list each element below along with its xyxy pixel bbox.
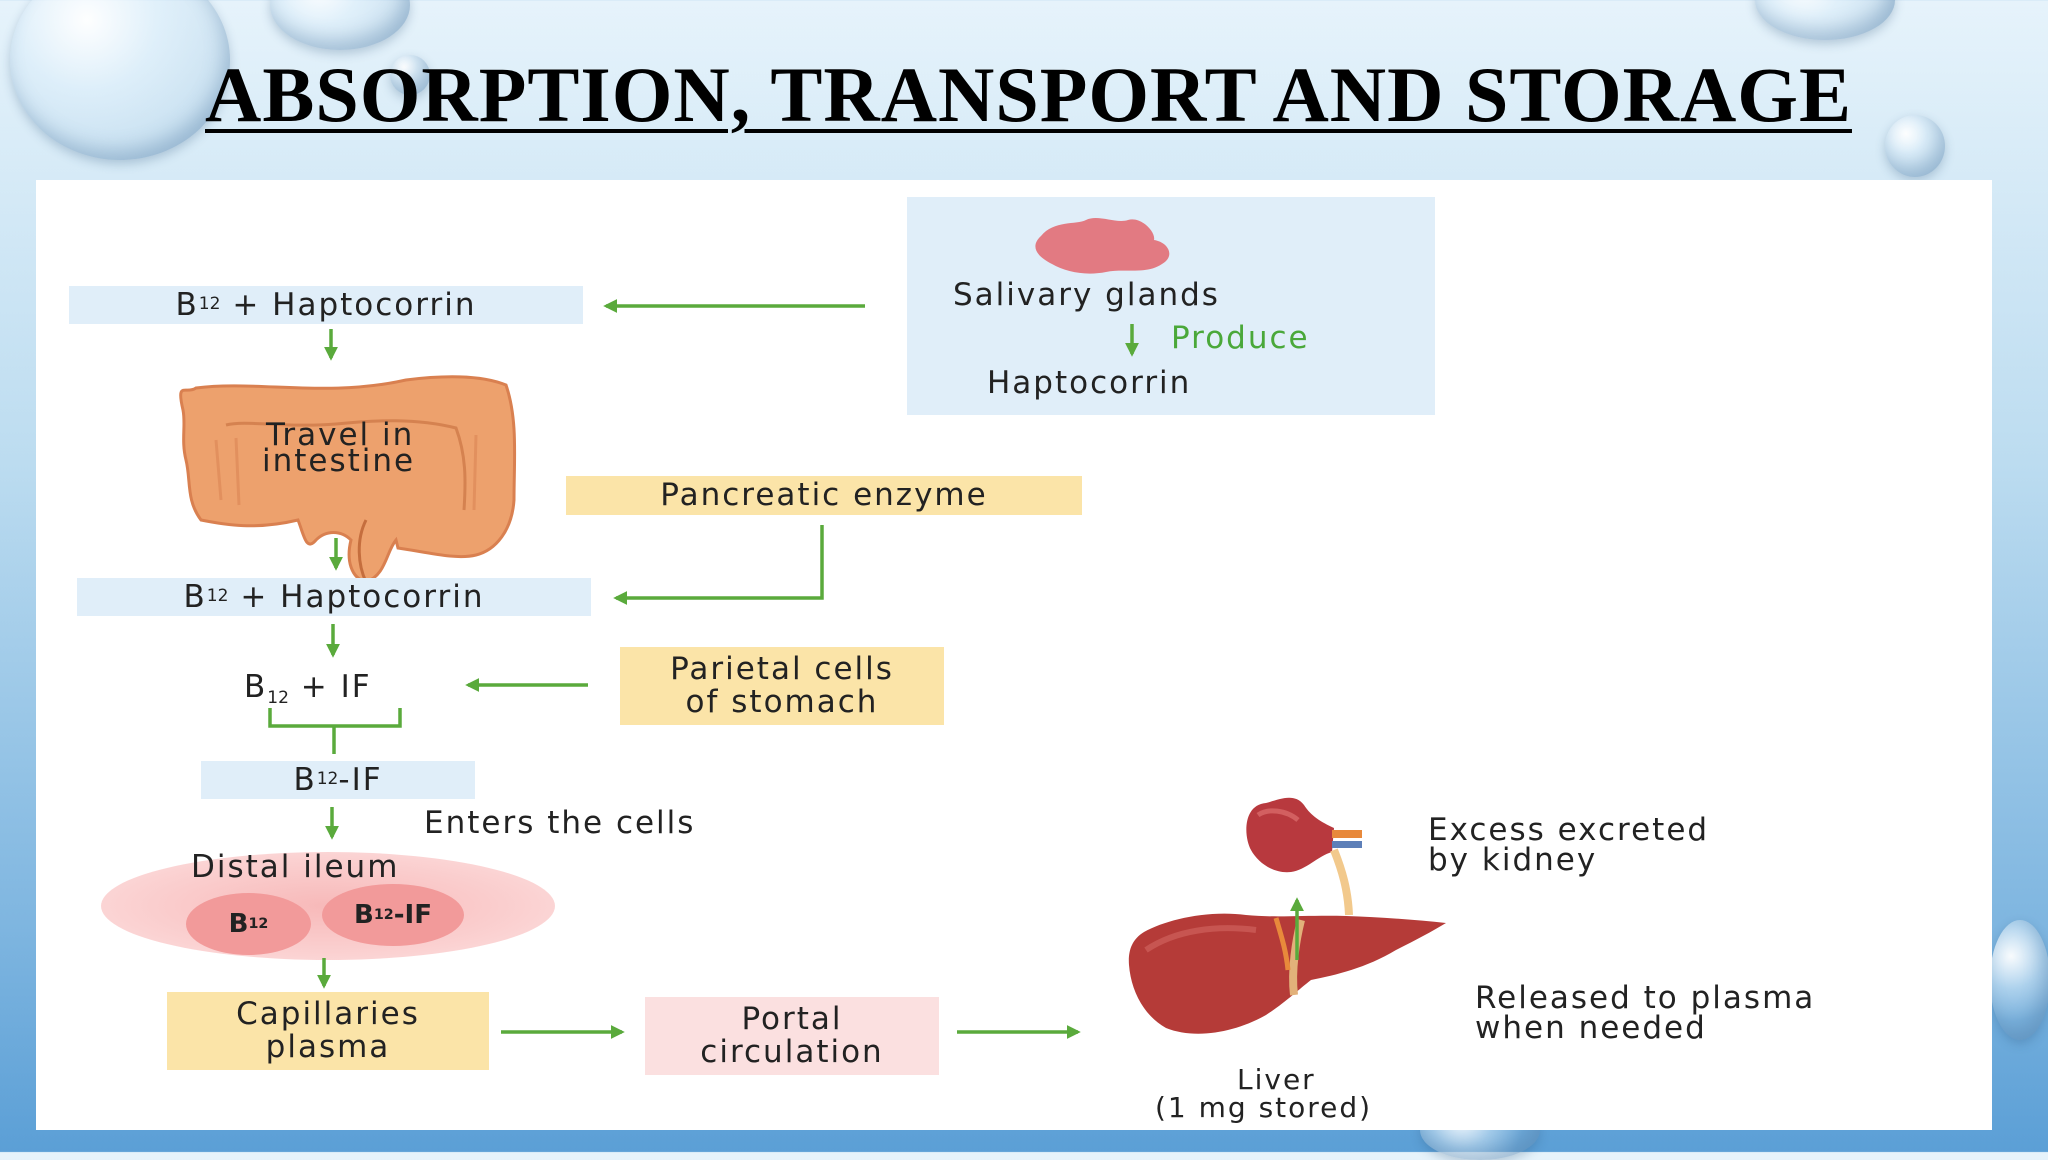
capillaries-line1: Capillaries xyxy=(236,996,420,1032)
decorative-bubble xyxy=(270,0,410,50)
b12-symbol: B xyxy=(244,669,268,705)
complex-rest: + Haptocorrin xyxy=(220,286,477,323)
portal-line2: circulation xyxy=(700,1034,884,1070)
liver-label: Liver xyxy=(1237,1063,1316,1096)
b12-subscript: 12 xyxy=(373,907,394,923)
decorative-bubble xyxy=(1885,115,1945,177)
b12-subscript: 12 xyxy=(267,687,289,708)
complex-rest: -IF xyxy=(393,900,432,930)
b12-subscript: 12 xyxy=(316,769,339,790)
b12-symbol: B xyxy=(228,909,249,939)
b12-plus-if-label: B12 + IF xyxy=(244,672,372,707)
b12-subscript: 12 xyxy=(248,916,269,932)
portal-line1: Portal xyxy=(741,1001,843,1037)
kidney-label-line2: by kidney xyxy=(1428,842,1598,878)
pancreatic-enzyme-label: Pancreatic enzyme xyxy=(660,477,988,513)
capillaries-plasma-box: Capillaries plasma xyxy=(167,992,489,1070)
complex-rest: -IF xyxy=(338,761,383,798)
parietal-line2: of stomach xyxy=(685,684,879,720)
b12-symbol: B xyxy=(175,286,199,323)
b12-symbol: B xyxy=(354,900,374,930)
parietal-cells-box: Parietal cells of stomach xyxy=(620,647,944,725)
decorative-bubble xyxy=(390,55,430,95)
parietal-line1: Parietal cells xyxy=(670,651,894,687)
page-title: ABSORPTION, TRANSPORT AND STORAGE xyxy=(205,51,1852,138)
intestine-label-line2: intestine xyxy=(262,443,416,479)
distal-ileum-label: Distal ileum xyxy=(191,849,400,885)
produce-label: Produce xyxy=(1171,320,1310,356)
arrow-pancreatic-to-complex xyxy=(613,525,824,605)
portal-circulation-box: Portal circulation xyxy=(645,997,939,1075)
capillaries-line2: plasma xyxy=(265,1029,391,1065)
released-label-line1: Released to plasma xyxy=(1475,980,1816,1016)
intestine-label-line1: Travel in xyxy=(266,417,415,453)
kidney-label-line1: Excess excreted xyxy=(1428,812,1710,848)
decorative-bubble xyxy=(10,0,230,160)
salivary-haptocorrin-label: Haptocorrin xyxy=(987,365,1192,401)
b12-subscript: 12 xyxy=(206,586,229,607)
b12-symbol: B xyxy=(183,578,207,615)
salivary-glands-box xyxy=(907,197,1435,415)
bracket-b12-if xyxy=(268,708,402,728)
liver-stored-label: (1 mg stored) xyxy=(1155,1091,1373,1124)
b12-subscript: 12 xyxy=(198,294,221,315)
decorative-bubble xyxy=(1990,920,2048,1040)
salivary-glands-label: Salivary glands xyxy=(953,277,1220,313)
complex-rest: + Haptocorrin xyxy=(228,578,485,615)
complex-rest: + IF xyxy=(288,669,372,705)
b12-symbol: B xyxy=(293,761,317,798)
enters-cells-label: Enters the cells xyxy=(424,805,696,841)
decorative-bubble xyxy=(1755,0,1895,40)
released-label-line2: when needed xyxy=(1475,1010,1707,1046)
pancreatic-enzyme-box: Pancreatic enzyme xyxy=(566,476,1082,515)
